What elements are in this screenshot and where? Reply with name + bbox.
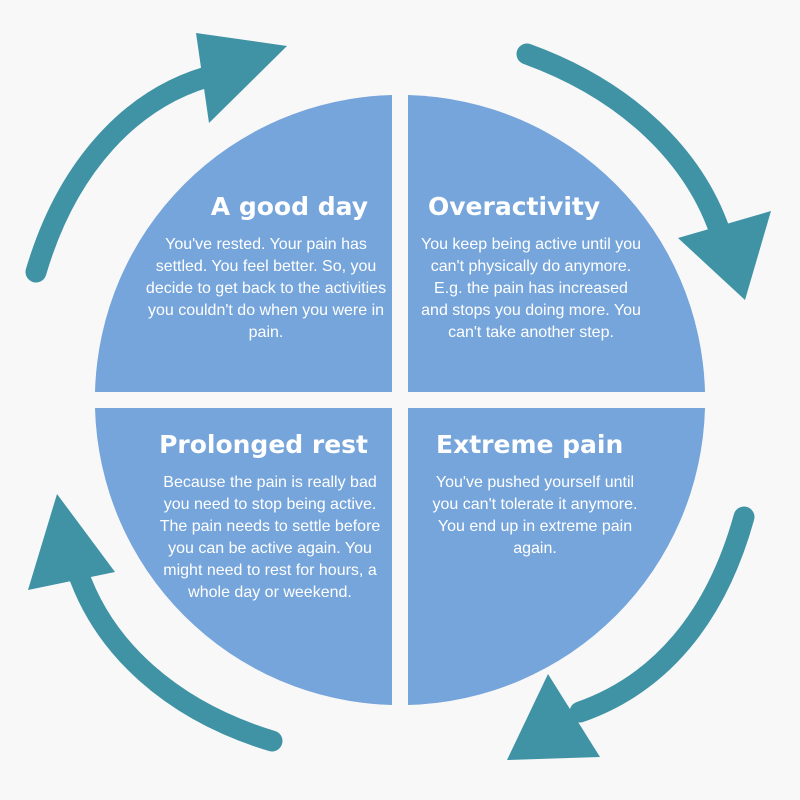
quadrant-body: You keep being active until you can't ph… <box>420 236 641 341</box>
quadrant-title: Extreme pain <box>436 430 624 459</box>
quadrant-top-right <box>408 95 705 392</box>
arrow-bottom-right-icon <box>507 506 755 760</box>
quadrant-body: Because the pain is really bad you need … <box>159 474 381 601</box>
quadrant-extreme-pain: Extreme pain You've pushed yourself unti… <box>430 430 640 560</box>
quadrant-bottom-right <box>408 408 705 705</box>
quadrant-top-left <box>95 95 392 392</box>
quadrant-title: A good day <box>210 192 368 221</box>
quadrant-body: You've rested. Your pain has settled. Yo… <box>145 236 387 341</box>
quadrant-title: Prolonged rest <box>159 430 368 459</box>
arrow-bottom-left-icon <box>28 494 283 752</box>
arrow-top-left-icon <box>25 33 287 283</box>
quadrant-a-good-day: A good day You've rested. Your pain has … <box>138 192 394 344</box>
arrow-top-right-icon <box>516 43 771 300</box>
quadrant-bottom-left <box>95 408 392 705</box>
quadrant-body: You've pushed yourself until you can't t… <box>432 474 638 557</box>
quadrant-title: Overactivity <box>428 192 601 221</box>
quadrant-overactivity: Overactivity You keep being active until… <box>420 192 642 344</box>
quadrant-prolonged-rest: Prolonged rest Because the pain is reall… <box>150 430 390 604</box>
